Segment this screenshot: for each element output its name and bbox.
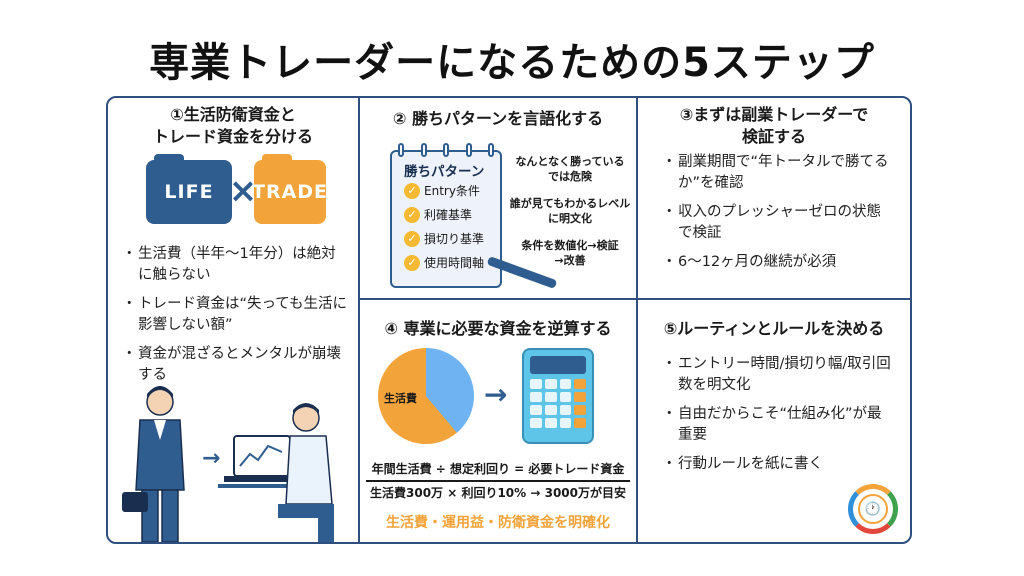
list-item: 資金が混ざるとメンタルが崩壊する: [122, 344, 348, 386]
step-1-bullets: 生活費（半年〜1年分）は絶対に触らない トレード資金は“失っても生活に影響しない…: [122, 244, 348, 394]
notebook-rings: [398, 143, 494, 157]
list-item: 6〜12ヶ月の継続が必須: [662, 252, 894, 273]
list-item: トレード資金は“失っても生活に影響しない額”: [122, 294, 348, 336]
step-1-heading-line2: トレード資金を分ける: [152, 127, 313, 146]
step-5-bullets: エントリー時間/損切り幅/取引回数を明文化 自由だからこそ“仕組み化”が最重要 …: [662, 354, 894, 483]
step-3-heading: ③まずは副業トレーダーで 検証する: [638, 104, 910, 148]
list-item: 自由だからこそ“仕組み化”が最重要: [662, 404, 894, 446]
step-1-heading-line1: ①生活防衛資金と: [170, 105, 296, 124]
trade-label: TRADE: [251, 181, 329, 203]
step-3-heading-line2: 検証する: [741, 127, 806, 146]
checklist-item: ✓使用時間軸: [404, 254, 500, 271]
arrow-icon: →: [484, 378, 508, 411]
walking-man-icon: [122, 386, 185, 542]
formula-divider: [366, 480, 630, 482]
check-icon: ✓: [404, 254, 420, 271]
check-icon: ✓: [404, 206, 420, 223]
note-text: 条件を数値化→検証 →改善: [521, 239, 619, 267]
step-3-panel: ③まずは副業トレーダーで 検証する: [638, 104, 910, 148]
list-item: 副業期間で“年トータルで勝てるか”を確認: [662, 152, 894, 194]
step-1-heading: ①生活防衛資金と トレード資金を分ける: [108, 104, 358, 148]
trade-folder-icon: TRADE: [251, 154, 329, 224]
step-4-panel: ④ 専業に必要な資金を逆算する: [360, 318, 636, 340]
pie-label: 生活費: [384, 392, 417, 405]
grid-divider: [358, 97, 360, 543]
check-icon: ✓: [404, 230, 420, 247]
formula-line1: 年間生活費 ÷ 想定利回り = 必要トレード資金: [371, 462, 625, 476]
formula-line2: 生活費300万 × 利回り10% → 3000万が目安: [370, 486, 626, 500]
list-item: 生活費（半年〜1年分）は絶対に触らない: [122, 244, 348, 286]
clock-icon: 🕐: [858, 494, 888, 524]
laptop-icon: [218, 435, 308, 488]
step-5-panel: ⑤ルーティンとルールを決める: [638, 318, 910, 340]
checklist-item: ✓利確基準: [404, 206, 500, 223]
steps-grid-frame: [106, 96, 912, 544]
pie-chart-icon: [378, 348, 474, 444]
notebook-title: 勝ちパターン: [404, 164, 485, 180]
times-icon: ×: [228, 171, 258, 211]
list-item: エントリー時間/損切り幅/取引回数を明文化: [662, 354, 894, 396]
step-3-bullets: 副業期間で“年トータルで勝てるか”を確認 収入のプレッシャーゼロの状態で検証 6…: [662, 152, 894, 281]
checklist-item: ✓Entry条件: [404, 182, 500, 199]
grid-divider: [636, 97, 638, 543]
checklist-item: ✓損切り基準: [404, 230, 500, 247]
list-item: 収入のプレッシャーゼロの状態で検証: [662, 202, 894, 244]
life-label: LIFE: [164, 181, 214, 203]
step-2-heading: ② 勝ちパターンを言語化する: [392, 109, 604, 128]
grid-divider: [358, 298, 911, 300]
seated-man-icon: [278, 403, 334, 542]
page-title: 専業トレーダーになるための5ステップ: [149, 40, 875, 86]
highlight-text: 生活費・運用益・防衛資金を明確化: [386, 515, 610, 531]
life-folder-icon: LIFE: [146, 154, 232, 224]
step-3-heading-line1: ③まずは副業トレーダーで: [679, 105, 869, 124]
list-item: 行動ルールを紙に書く: [662, 454, 894, 475]
step-1-panel: ①生活防衛資金と トレード資金を分ける: [108, 104, 358, 148]
check-icon: ✓: [404, 182, 420, 199]
note-text: なんとなく勝っている では危険: [515, 155, 625, 183]
cycle-arrows-icon: [848, 484, 898, 534]
step-5-heading: ⑤ルーティンとルールを決める: [663, 319, 885, 338]
note-text: 誰が見てもわかるレベル に明文化: [509, 197, 631, 225]
step-2-panel: ② 勝ちパターンを言語化する: [360, 108, 636, 130]
step-4-heading: ④ 専業に必要な資金を逆算する: [384, 319, 612, 338]
people-illustration: →: [122, 386, 334, 542]
arrow-icon: →: [202, 446, 220, 471]
calculator-icon: [522, 348, 594, 444]
